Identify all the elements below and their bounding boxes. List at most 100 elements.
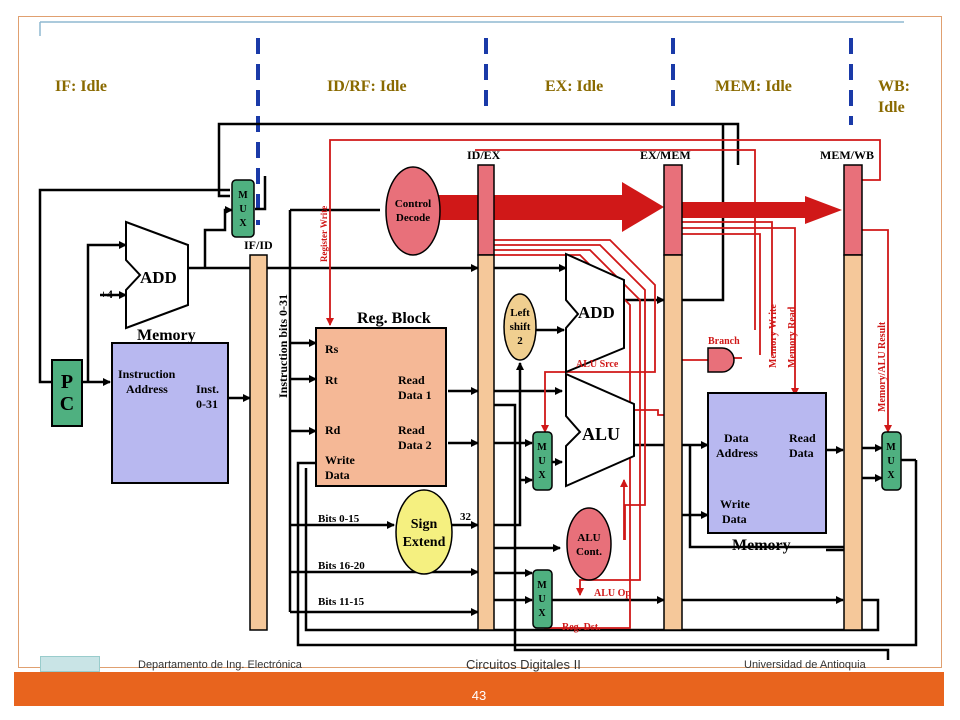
svg-text:Data 1: Data 1	[398, 388, 432, 402]
svg-text:Data 2: Data 2	[398, 438, 432, 452]
pc-label-c: C	[60, 393, 74, 415]
stage-wb-label-2: Idle	[878, 99, 905, 116]
reg-dst-label: Reg. Dst.	[562, 622, 601, 633]
svg-text:Rt: Rt	[325, 373, 338, 387]
pc-adder-label: ADD	[140, 268, 177, 287]
left-shift-2	[503, 293, 537, 361]
alu-control	[566, 507, 612, 581]
idex-label: ID/EX	[467, 148, 501, 162]
svg-text:U: U	[239, 204, 246, 215]
svg-text:Inst.: Inst.	[196, 382, 219, 396]
stage-if-label: IF: Idle	[55, 78, 107, 95]
alu-label: ALU	[582, 424, 620, 444]
alu	[565, 372, 635, 488]
width-32-label: 32	[460, 511, 472, 523]
alu-src-label: ALU Srce	[576, 359, 619, 370]
control-flow-arrows	[438, 182, 842, 232]
svg-text:Read: Read	[398, 373, 425, 387]
bits-11-15-label: Bits 11-15	[318, 596, 365, 608]
svg-text:U: U	[538, 594, 545, 605]
memory-read-label: Memory Read	[787, 306, 798, 368]
branch-adder-label: ADD	[578, 303, 615, 322]
writeback-mux	[881, 431, 902, 491]
svg-text:Read: Read	[789, 431, 816, 445]
footer-university: Universidad de Antioquia	[744, 659, 866, 671]
svg-text:M: M	[537, 580, 547, 591]
instruction-memory-title: Memory	[137, 327, 196, 344]
control-decode	[385, 166, 441, 256]
register-block	[315, 327, 447, 487]
svg-text:Instruction: Instruction	[118, 367, 176, 381]
pc-label-p: P	[61, 371, 73, 393]
svg-text:X: X	[887, 470, 895, 481]
svg-text:X: X	[239, 218, 247, 229]
alu-op-label: ALU Op	[594, 588, 631, 599]
svg-text:Data: Data	[722, 512, 747, 526]
svg-text:ALU: ALU	[577, 532, 600, 544]
svg-text:Read: Read	[398, 423, 425, 437]
data-memory-title: Memory	[732, 537, 791, 554]
svg-text:Write: Write	[720, 497, 750, 511]
svg-text:Extend: Extend	[403, 535, 446, 550]
stage-wb-label: WB:	[878, 78, 910, 95]
svg-text:X: X	[538, 608, 546, 619]
memwb-label: MEM/WB	[820, 148, 874, 162]
page-number: 43	[471, 688, 487, 703]
ifid-register	[249, 254, 268, 631]
stage-mem-label: MEM: Idle	[715, 78, 792, 95]
slide-frame	[18, 16, 942, 668]
memory-alu-result-label: Memory/ALU Result	[877, 321, 888, 412]
svg-text:M: M	[238, 190, 248, 201]
university-logo	[40, 656, 100, 672]
idex-control	[477, 164, 495, 256]
ifid-label: IF/ID	[244, 238, 273, 252]
stage-id-label: ID/RF: Idle	[327, 78, 407, 95]
svg-text:M: M	[886, 442, 896, 453]
footer-department: Departamento de Ing. Electrónica	[138, 659, 302, 671]
svg-text:Address: Address	[126, 382, 168, 396]
black-wires	[38, 122, 918, 660]
bits-0-15-label: Bits 0-15	[318, 513, 360, 525]
svg-text:Cont.: Cont.	[576, 546, 602, 558]
footer-course: Circuitos Digitales II	[466, 657, 581, 672]
memwb-control	[843, 164, 863, 256]
svg-text:Control: Control	[395, 198, 431, 210]
exmem-control	[663, 164, 683, 256]
svg-text:Data: Data	[325, 468, 350, 482]
svg-text:Rd: Rd	[325, 423, 341, 437]
instruction-memory	[111, 342, 229, 484]
instruction-bits-label: Instruction bits 0-31	[276, 294, 290, 398]
svg-text:Address: Address	[716, 446, 758, 460]
svg-text:Data: Data	[789, 446, 814, 460]
svg-text:U: U	[538, 456, 545, 467]
svg-text:U: U	[887, 456, 894, 467]
reg-dst-mux	[532, 569, 553, 629]
branch-adder	[565, 252, 625, 374]
stage-separators	[256, 38, 853, 225]
svg-text:Write: Write	[325, 453, 355, 467]
idex-register	[477, 254, 495, 631]
svg-text:Data: Data	[724, 431, 749, 445]
svg-text:Left: Left	[510, 307, 530, 319]
branch-label: Branch	[708, 336, 740, 347]
bits-16-20-label: Bits 16-20	[318, 560, 365, 572]
svg-text:2: 2	[517, 335, 523, 347]
footer-bar: 43	[14, 672, 944, 706]
svg-text:0-31: 0-31	[196, 397, 218, 411]
svg-text:shift: shift	[510, 321, 531, 333]
svg-text:M: M	[537, 442, 547, 453]
arrow-to-memwb	[682, 196, 842, 224]
arrow-to-exmem	[438, 182, 664, 232]
pc-register	[51, 359, 83, 427]
pc-mux	[231, 179, 255, 238]
svg-text:Rs: Rs	[325, 342, 339, 356]
stage-ex-label: EX: Idle	[545, 78, 603, 95]
svg-text:X: X	[538, 470, 546, 481]
plus-four-label: +4	[100, 287, 113, 301]
red-control-wires	[326, 139, 892, 629]
alu-src-mux	[532, 431, 553, 491]
branch-and-gate	[707, 347, 735, 373]
exmem-label: EX/MEM	[640, 148, 691, 162]
svg-text:Sign: Sign	[411, 517, 438, 532]
